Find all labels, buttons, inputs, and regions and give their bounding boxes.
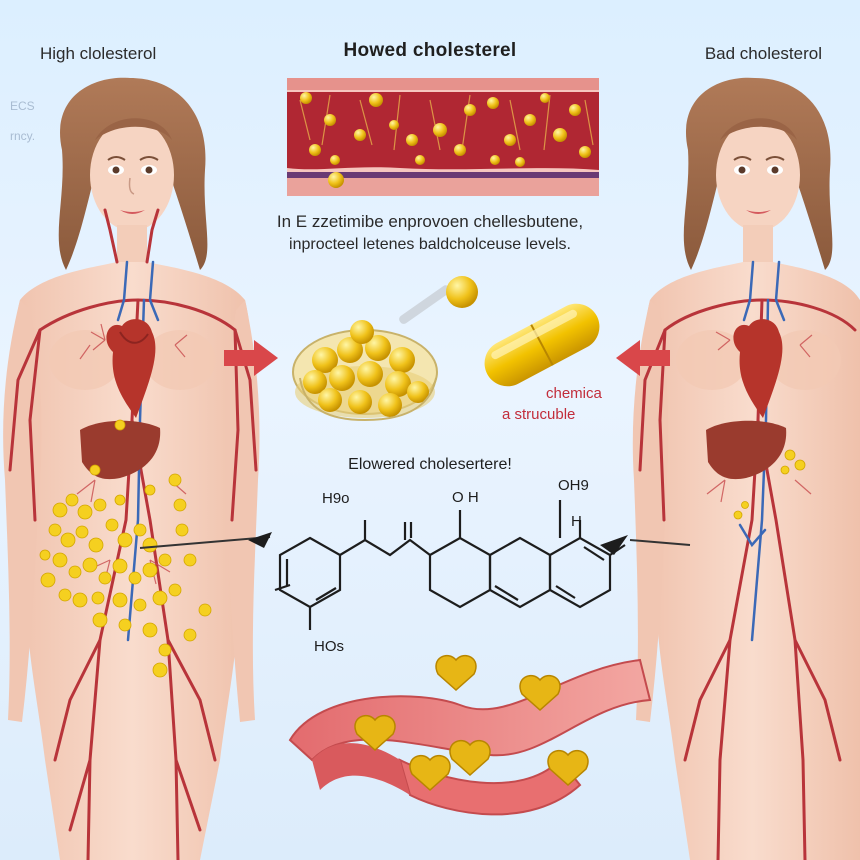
label-hos: HOs xyxy=(314,638,344,655)
fat-deposits-right xyxy=(733,449,806,520)
capsule-icon xyxy=(484,303,600,387)
fat-deposits-left xyxy=(39,419,212,678)
right-figure xyxy=(632,77,860,860)
petri-dish-icon xyxy=(292,276,478,422)
capsule-label-line-1: chemica xyxy=(546,385,602,402)
label-center-title: Howed cholesterel xyxy=(343,40,517,61)
liver-icon xyxy=(706,420,787,480)
molecule-diagram xyxy=(274,500,626,630)
molecule-arrow-head xyxy=(600,535,628,555)
faded-text-1: ECS xyxy=(10,99,35,113)
capsule-label-line-2: a strucuble xyxy=(502,406,576,423)
label-bad-cholesterol: Bad cholesterol xyxy=(704,44,822,63)
left-figure xyxy=(3,77,271,860)
arrow-right xyxy=(224,340,278,376)
molecule-title: Elowered cholesertere! xyxy=(348,456,512,473)
liver-icon xyxy=(80,420,161,480)
label-oh: O H xyxy=(452,489,479,506)
cholesterol-particles xyxy=(300,92,591,188)
label-h9o: H9o xyxy=(322,490,350,507)
faded-text-2: rncy. xyxy=(10,129,35,143)
caption-line-1: In E zzetimibe enprovoen chellesbutene, xyxy=(276,212,584,231)
label-oh9: OH9 xyxy=(558,477,589,494)
caption-line-2: inprocteel letenes baldcholceuse levels. xyxy=(289,236,571,253)
heart-organ-icon xyxy=(733,319,783,418)
label-h: H xyxy=(571,513,582,530)
heart-shaped-pills-icon xyxy=(354,654,589,792)
clean-artery-ribbon xyxy=(288,658,652,816)
heart-organ-icon xyxy=(106,319,156,418)
artery-cross-section xyxy=(287,78,599,196)
arrow-left xyxy=(616,340,670,376)
label-high-cholesterol: High clolesterol xyxy=(40,44,157,63)
